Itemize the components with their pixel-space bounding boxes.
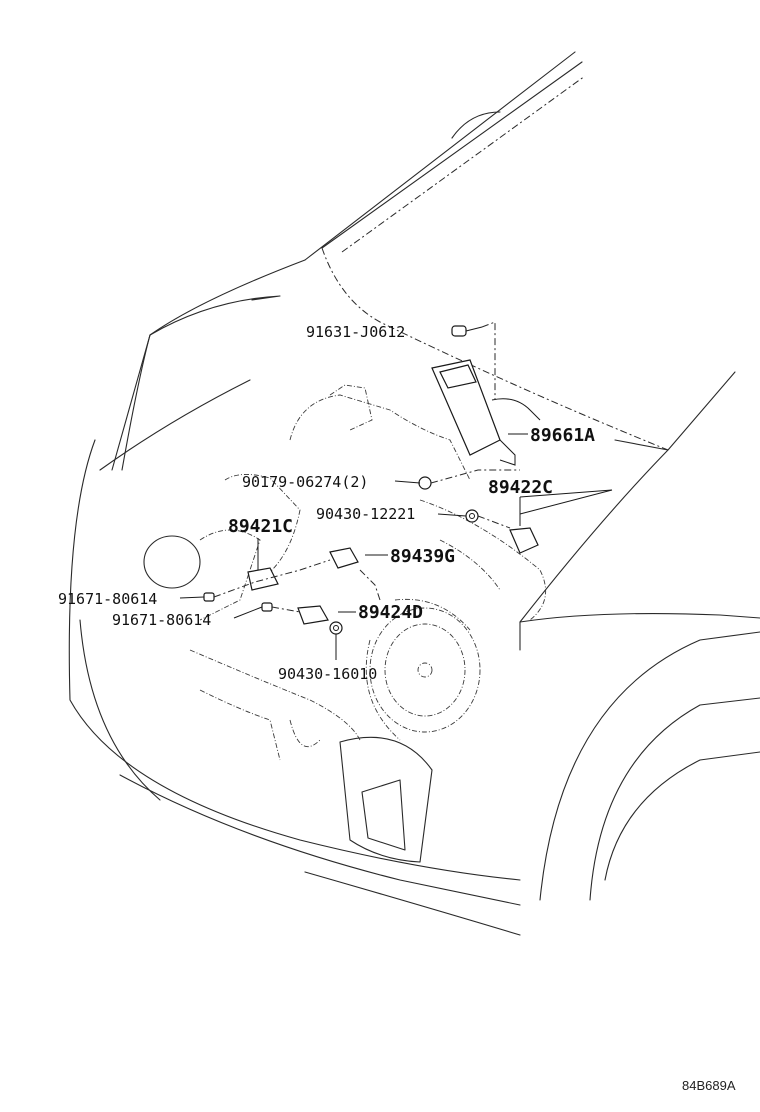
engine-ecu — [431, 359, 541, 466]
sensor-21c-part — [247, 567, 279, 591]
engine-block — [189, 384, 547, 761]
label-sensor-c: 89422C — [488, 477, 553, 498]
bolt-left-1-part — [203, 592, 215, 602]
nut-part — [418, 476, 432, 490]
label-bracket: 89439G — [390, 546, 455, 567]
gasket-upper-part — [465, 509, 479, 523]
label-bolt-left-1: 91671-80614 — [58, 590, 157, 608]
label-nut: 90179-06274(2) — [242, 473, 368, 491]
leader-lines — [179, 321, 613, 660]
bracket-part — [329, 547, 359, 569]
label-ecu: 89661A — [530, 425, 595, 446]
vehicle-body — [68, 51, 760, 936]
diagram-code: 84B689A — [682, 1078, 736, 1093]
sensor-c-part — [509, 527, 539, 554]
label-sensor-d: 89424D — [358, 602, 423, 623]
sensor-d-part — [297, 605, 329, 625]
label-sensor-21c: 89421C — [228, 516, 293, 537]
bolt-top-part — [451, 325, 483, 337]
bolt-left-2-part — [261, 602, 273, 612]
label-bolt-left-2: 91671-80614 — [112, 611, 211, 629]
label-gasket-upper: 90430-12221 — [316, 505, 415, 523]
gasket-lower-part — [329, 621, 343, 635]
label-gasket-lower: 90430-16010 — [278, 665, 377, 683]
label-bolt-top: 91631-J0612 — [306, 323, 405, 341]
